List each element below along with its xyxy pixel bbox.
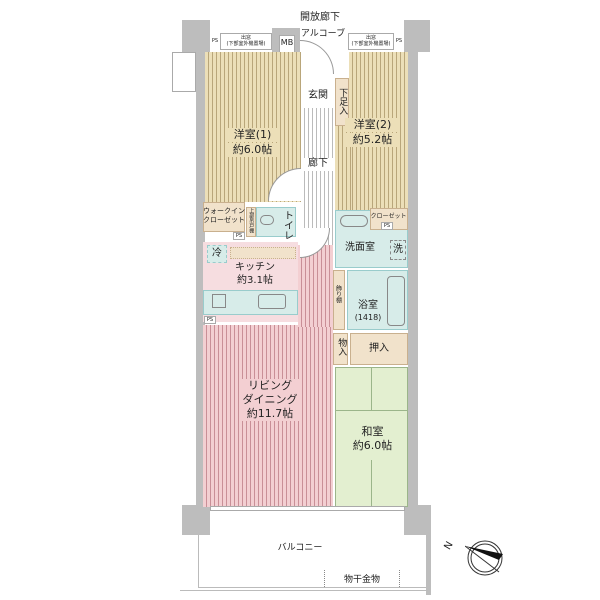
bathtub-icon: [387, 276, 405, 326]
bath-size: (1418): [354, 313, 382, 322]
balcony: [198, 535, 426, 588]
window-sash: [210, 506, 405, 511]
storage-label: 物入: [336, 338, 347, 356]
upper-cabinet: [246, 207, 256, 237]
north-label: N: [442, 539, 456, 552]
walk-in-label-2: クローゼット: [203, 216, 245, 224]
living-label-1: リビング: [240, 379, 300, 393]
bay-window-right-note: (下部室外機置場): [351, 41, 391, 47]
washroom-label: 洗面室: [345, 242, 375, 253]
bathroom: [347, 270, 408, 330]
western-room-2-ext: [335, 126, 351, 210]
column-top-left: [182, 20, 210, 52]
column-bottom-left: [182, 505, 210, 535]
walk-in-closet: [203, 202, 245, 232]
balcony-label: バルコニー: [277, 543, 323, 553]
kitchen-size: 約3.1帖: [237, 275, 273, 286]
washer-label: 洗: [393, 244, 403, 255]
compass-icon: [465, 540, 503, 576]
oshiire: [350, 333, 408, 365]
display-shelf-label: 飾り棚: [334, 285, 342, 303]
hallway: [301, 108, 335, 248]
front-door-swing: [300, 40, 334, 74]
tatami-line: [335, 410, 408, 411]
fridge: [207, 245, 227, 263]
ps-label: PS: [204, 316, 216, 325]
balcony-rail: [180, 590, 428, 591]
toilet-bowl-icon: [260, 215, 274, 225]
closet-2-label: クローゼット: [370, 213, 407, 220]
hallway-label: 廊下: [303, 158, 333, 171]
bath-name: 浴室: [358, 300, 378, 311]
stove-icon: [212, 294, 226, 308]
upper-storage: [230, 247, 296, 259]
western-room-1-size: 約6.0帖: [225, 143, 280, 157]
laundry-hanger-label: 物干金物: [343, 575, 380, 585]
sink-icon: [258, 294, 286, 309]
western-room-2-name: 洋室(2): [345, 118, 400, 132]
bay-window-left: [220, 33, 272, 50]
entrance-label: 玄関: [308, 90, 328, 101]
shoe-storage: [335, 78, 349, 126]
tatami-line: [371, 460, 372, 507]
display-shelf: [333, 270, 345, 330]
washbasin-icon: [340, 215, 368, 227]
column-bottom-right: [404, 505, 430, 535]
ps-label: PS: [211, 38, 219, 44]
toilet-label: トイレ: [281, 210, 293, 240]
japanese-room-name: 和室: [361, 425, 384, 438]
entrance: [301, 75, 335, 105]
side-bay: [172, 52, 196, 92]
hanger-mark: [399, 570, 400, 587]
alcove-label: アルコーブ: [300, 29, 346, 39]
ps-label: PS: [381, 222, 393, 231]
tatami-line: [371, 367, 372, 410]
bay-window-left-note: (下部室外機置場): [226, 41, 266, 47]
oshiire-label: 押入: [369, 343, 389, 354]
western-room-2-size: 約5.2帖: [345, 133, 400, 147]
upper-cabinet-label: 上部吊戸棚: [248, 208, 255, 233]
mb-label: MB: [280, 38, 294, 47]
ps-label: PS: [395, 38, 403, 44]
outer-wall-left: [196, 30, 205, 510]
living-size: 約11.7帖: [240, 407, 300, 421]
column-top-right: [404, 20, 430, 52]
corridor-label: 開放廊下: [300, 12, 340, 23]
kitchen-name: キッチン: [235, 262, 275, 273]
balcony-wall-right: [426, 505, 431, 595]
storage: [333, 333, 348, 365]
western-room-1-name: 洋室(1): [225, 128, 280, 142]
fridge-label: 冷: [212, 248, 222, 259]
outer-wall-right: [408, 30, 418, 510]
japanese-room-size: 約6.0帖: [352, 439, 393, 452]
hanger-mark: [324, 570, 325, 587]
walk-in-label-1: ウォークイン: [203, 207, 245, 215]
bay-window-right: [348, 33, 394, 50]
living-label-2: ダイニング: [240, 393, 300, 407]
bay-window-left-label: 出窓: [240, 35, 251, 41]
ps-label: PS: [233, 232, 245, 241]
living-ext: [298, 245, 333, 327]
bay-window-right-label: 出窓: [365, 35, 376, 41]
washer-space: [390, 240, 406, 260]
shoe-storage-label: 下足入: [337, 88, 348, 115]
